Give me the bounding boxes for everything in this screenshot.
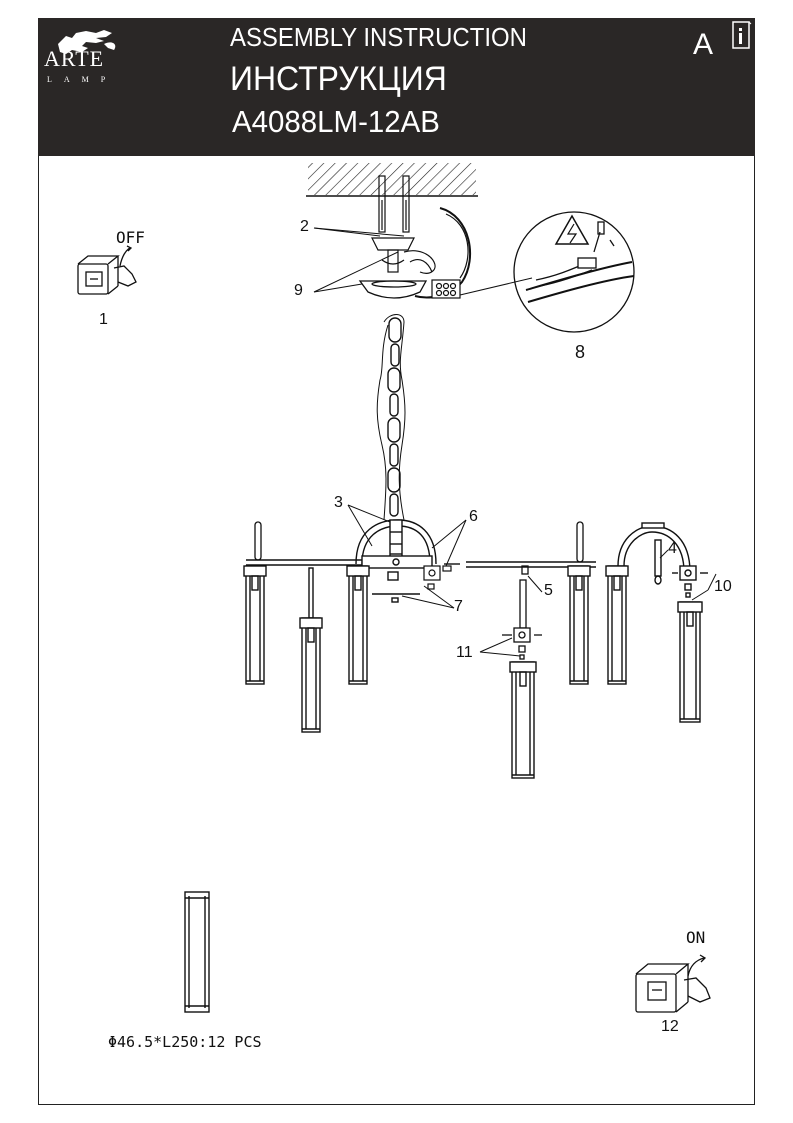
brand-subtitle: LAMP bbox=[47, 75, 118, 84]
leader-lines bbox=[313, 227, 717, 657]
callout-2: 2 bbox=[300, 218, 309, 235]
shade-2 bbox=[299, 567, 323, 733]
callout-11: 11 bbox=[456, 644, 473, 661]
small-parts bbox=[423, 565, 452, 590]
callout-9: 9 bbox=[294, 282, 303, 299]
callout-10: 10 bbox=[714, 578, 732, 595]
header-bar bbox=[38, 18, 755, 156]
step-1-number: 1 bbox=[99, 311, 108, 328]
shades bbox=[243, 565, 703, 779]
step-12-number: 12 bbox=[661, 1018, 679, 1035]
switch-off-illustration bbox=[77, 245, 137, 295]
info-book-icon bbox=[732, 21, 752, 49]
shade-7 bbox=[677, 601, 703, 723]
shade-spec: Φ46.5*L250:12 PCS bbox=[108, 1033, 262, 1051]
callout-5: 5 bbox=[544, 582, 553, 599]
callout-8: 8 bbox=[575, 342, 586, 362]
terminal-block bbox=[431, 279, 461, 299]
switch-on-label: ON bbox=[686, 928, 706, 947]
switch-on-illustration bbox=[635, 954, 711, 1013]
callout-7: 7 bbox=[454, 598, 463, 615]
shade-6 bbox=[605, 565, 629, 685]
left-up-pin bbox=[254, 521, 262, 561]
right-up-pin bbox=[576, 521, 584, 563]
callout-3: 3 bbox=[334, 494, 343, 511]
shade-connector bbox=[502, 565, 542, 660]
wiring-detail-circle bbox=[513, 211, 635, 333]
shade-3 bbox=[346, 565, 370, 685]
switch-off-label: OFF bbox=[116, 228, 145, 247]
curved-arm bbox=[617, 522, 708, 598]
callout-4: 4 bbox=[668, 540, 677, 557]
shade-4 bbox=[509, 661, 537, 779]
canopy bbox=[358, 280, 428, 299]
title-russian: ИНСТРУКЦИЯ bbox=[230, 60, 447, 98]
title-english: ASSEMBLY INSTRUCTION bbox=[230, 22, 527, 52]
language-code: A bbox=[693, 28, 714, 61]
ceiling-screws bbox=[378, 175, 410, 233]
chain bbox=[376, 314, 406, 521]
brand-name: ARTE bbox=[44, 46, 105, 71]
model-number: A4088LM-12AB bbox=[232, 104, 440, 139]
shade-5 bbox=[567, 565, 591, 685]
shade-1 bbox=[243, 565, 267, 685]
ceiling bbox=[306, 163, 478, 197]
spare-shade bbox=[184, 891, 210, 1013]
callout-6: 6 bbox=[469, 508, 478, 525]
